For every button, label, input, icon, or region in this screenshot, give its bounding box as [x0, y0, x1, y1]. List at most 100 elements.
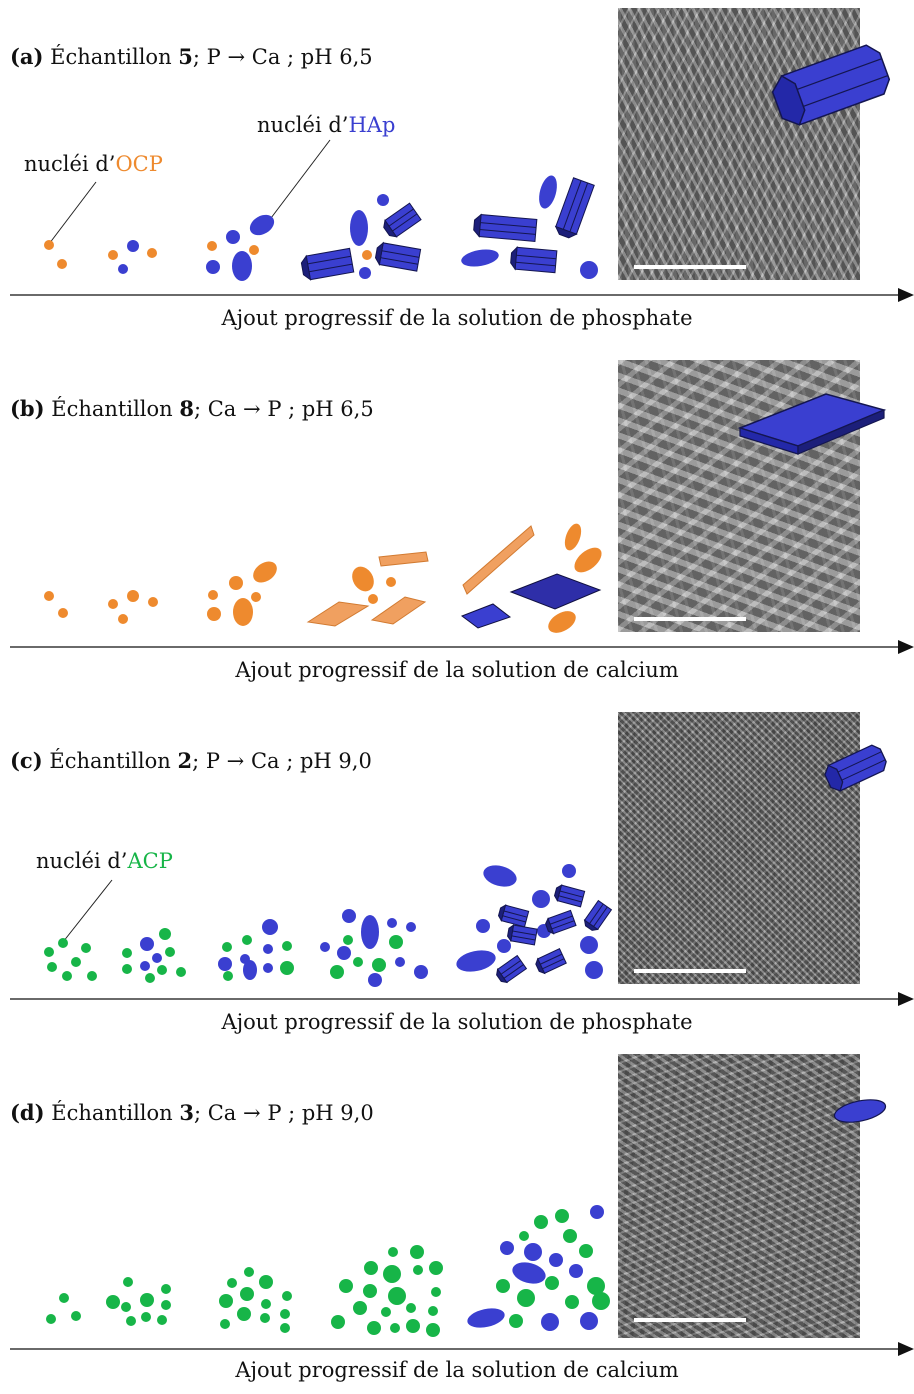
conditions-pre: ; Ca — [193, 397, 237, 421]
ocp-nucleus — [127, 590, 139, 602]
sem-image — [618, 1054, 860, 1338]
ocp-nucleus — [207, 241, 217, 251]
sample-number: 3 — [179, 1100, 194, 1125]
acp-nucleus — [59, 1293, 69, 1303]
ocp-nucleus — [548, 611, 576, 633]
acp-nucleus — [87, 971, 97, 981]
direction-arrow: → — [243, 1101, 261, 1125]
hap-nucleus — [152, 953, 162, 963]
hap-nucleus — [580, 1312, 598, 1330]
ocp-nucleus — [44, 240, 54, 250]
acp-nucleus — [121, 1302, 131, 1312]
hap-plate — [460, 603, 512, 629]
acp-nucleus — [587, 1277, 605, 1295]
axis-label: Ajout progressif de la solution de phosp… — [221, 306, 693, 330]
leader-line — [267, 139, 331, 223]
hap-nucleus — [127, 240, 139, 252]
acp-nucleus — [44, 947, 54, 957]
direction-arrow: → — [243, 397, 261, 421]
panel-d: (d) Échantillon 3; Ca → P ; pH 9,0 — [0, 1046, 914, 1394]
scale-bar — [634, 969, 746, 973]
acp-nucleus — [223, 971, 233, 981]
acp-nucleus — [260, 1313, 270, 1323]
acp-nucleus — [145, 973, 155, 983]
panel-tag: (b) — [10, 396, 45, 421]
acp-nucleus — [519, 1231, 529, 1241]
ocp-nucleus — [44, 591, 54, 601]
hap-nucleus — [226, 230, 240, 244]
acp-nucleus — [240, 1287, 254, 1301]
sem-image — [618, 712, 860, 984]
acp-nucleus — [280, 1309, 290, 1319]
inset-hexagonal-prism-icon — [824, 744, 887, 792]
ocp-plate — [462, 525, 535, 595]
hap-nucleus — [118, 264, 128, 274]
panel-tag: (a) — [10, 44, 44, 69]
hap-nucleus — [512, 1262, 546, 1284]
hap-nucleus — [359, 267, 371, 279]
hap-nucleus — [206, 260, 220, 274]
hap-crystal — [510, 245, 558, 274]
acp-nucleus — [390, 1323, 400, 1333]
acp-nucleus — [565, 1295, 579, 1309]
hap-nucleus — [368, 973, 382, 987]
acp-nucleus — [259, 1275, 273, 1289]
panel-title: (d) Échantillon 3; Ca → P ; pH 9,0 — [10, 1100, 374, 1125]
acp-nucleus — [388, 1247, 398, 1257]
acp-nucleus — [413, 1265, 423, 1275]
acp-nucleus — [261, 1299, 271, 1309]
acp-nucleus — [429, 1261, 443, 1275]
acp-nucleus — [426, 1323, 440, 1337]
acp-nucleus — [140, 1293, 154, 1307]
acp-nucleus — [428, 1306, 438, 1316]
hap-nucleus — [539, 175, 557, 209]
acp-nucleus — [106, 1295, 120, 1309]
conditions-pre: ; P — [192, 749, 220, 773]
acp-nucleus — [165, 947, 175, 957]
hap-nucleus — [387, 918, 397, 928]
hap-nucleus — [580, 936, 598, 954]
hap-phase-name: HAp — [348, 113, 396, 137]
acp-nucleus — [161, 1284, 171, 1294]
hap-nucleus — [562, 864, 576, 878]
hap-crystal — [300, 247, 355, 281]
acp-nucleus — [176, 967, 186, 977]
hap-nucleus — [218, 957, 232, 971]
inset-hexagonal-prism-icon — [771, 44, 891, 126]
acp-nucleus — [381, 1307, 391, 1317]
ocp-nucleus — [148, 597, 158, 607]
acp-nucleus — [282, 1291, 292, 1301]
sample-word: Échantillon — [51, 397, 173, 421]
ocp-nuclei-label: nucléi d’OCP — [24, 152, 163, 176]
ocp-nucleus — [368, 594, 378, 604]
ocp-nucleus — [147, 248, 157, 258]
acp-nucleus — [555, 1209, 569, 1223]
hap-crystal — [545, 909, 577, 935]
hap-nucleus — [532, 890, 550, 908]
sample-number: 2 — [177, 748, 193, 773]
acp-nuclei-label: nucléi d’ACP — [36, 849, 173, 873]
acp-nucleus — [280, 1323, 290, 1333]
acp-nucleus — [282, 941, 292, 951]
conditions-post: Ca ; pH 6,5 — [251, 45, 373, 69]
acp-nucleus — [237, 1307, 251, 1321]
panel-a-drawing — [10, 139, 914, 302]
axis-label: Ajout progressif de la solution de phosp… — [221, 1010, 693, 1034]
conditions-post: P ; pH 6,5 — [267, 397, 374, 421]
acp-nucleus — [122, 964, 132, 974]
hap-nucleus — [337, 946, 351, 960]
panel-c-drawing — [10, 864, 914, 1006]
acp-nucleus — [280, 961, 294, 975]
acp-nucleus — [363, 1284, 377, 1298]
acp-nucleus — [353, 1301, 367, 1315]
ocp-nucleus — [118, 614, 128, 624]
ocp-nucleus — [253, 561, 277, 583]
hap-nucleus — [342, 909, 356, 923]
acp-nucleus — [331, 1315, 345, 1329]
conditions-post: P ; pH 9,0 — [267, 1101, 374, 1125]
ocp-nucleus — [208, 590, 218, 600]
acp-nucleus — [219, 1294, 233, 1308]
acp-nucleus — [545, 1276, 559, 1290]
hap-nucleus — [483, 865, 517, 887]
hap-nucleus — [140, 961, 150, 971]
